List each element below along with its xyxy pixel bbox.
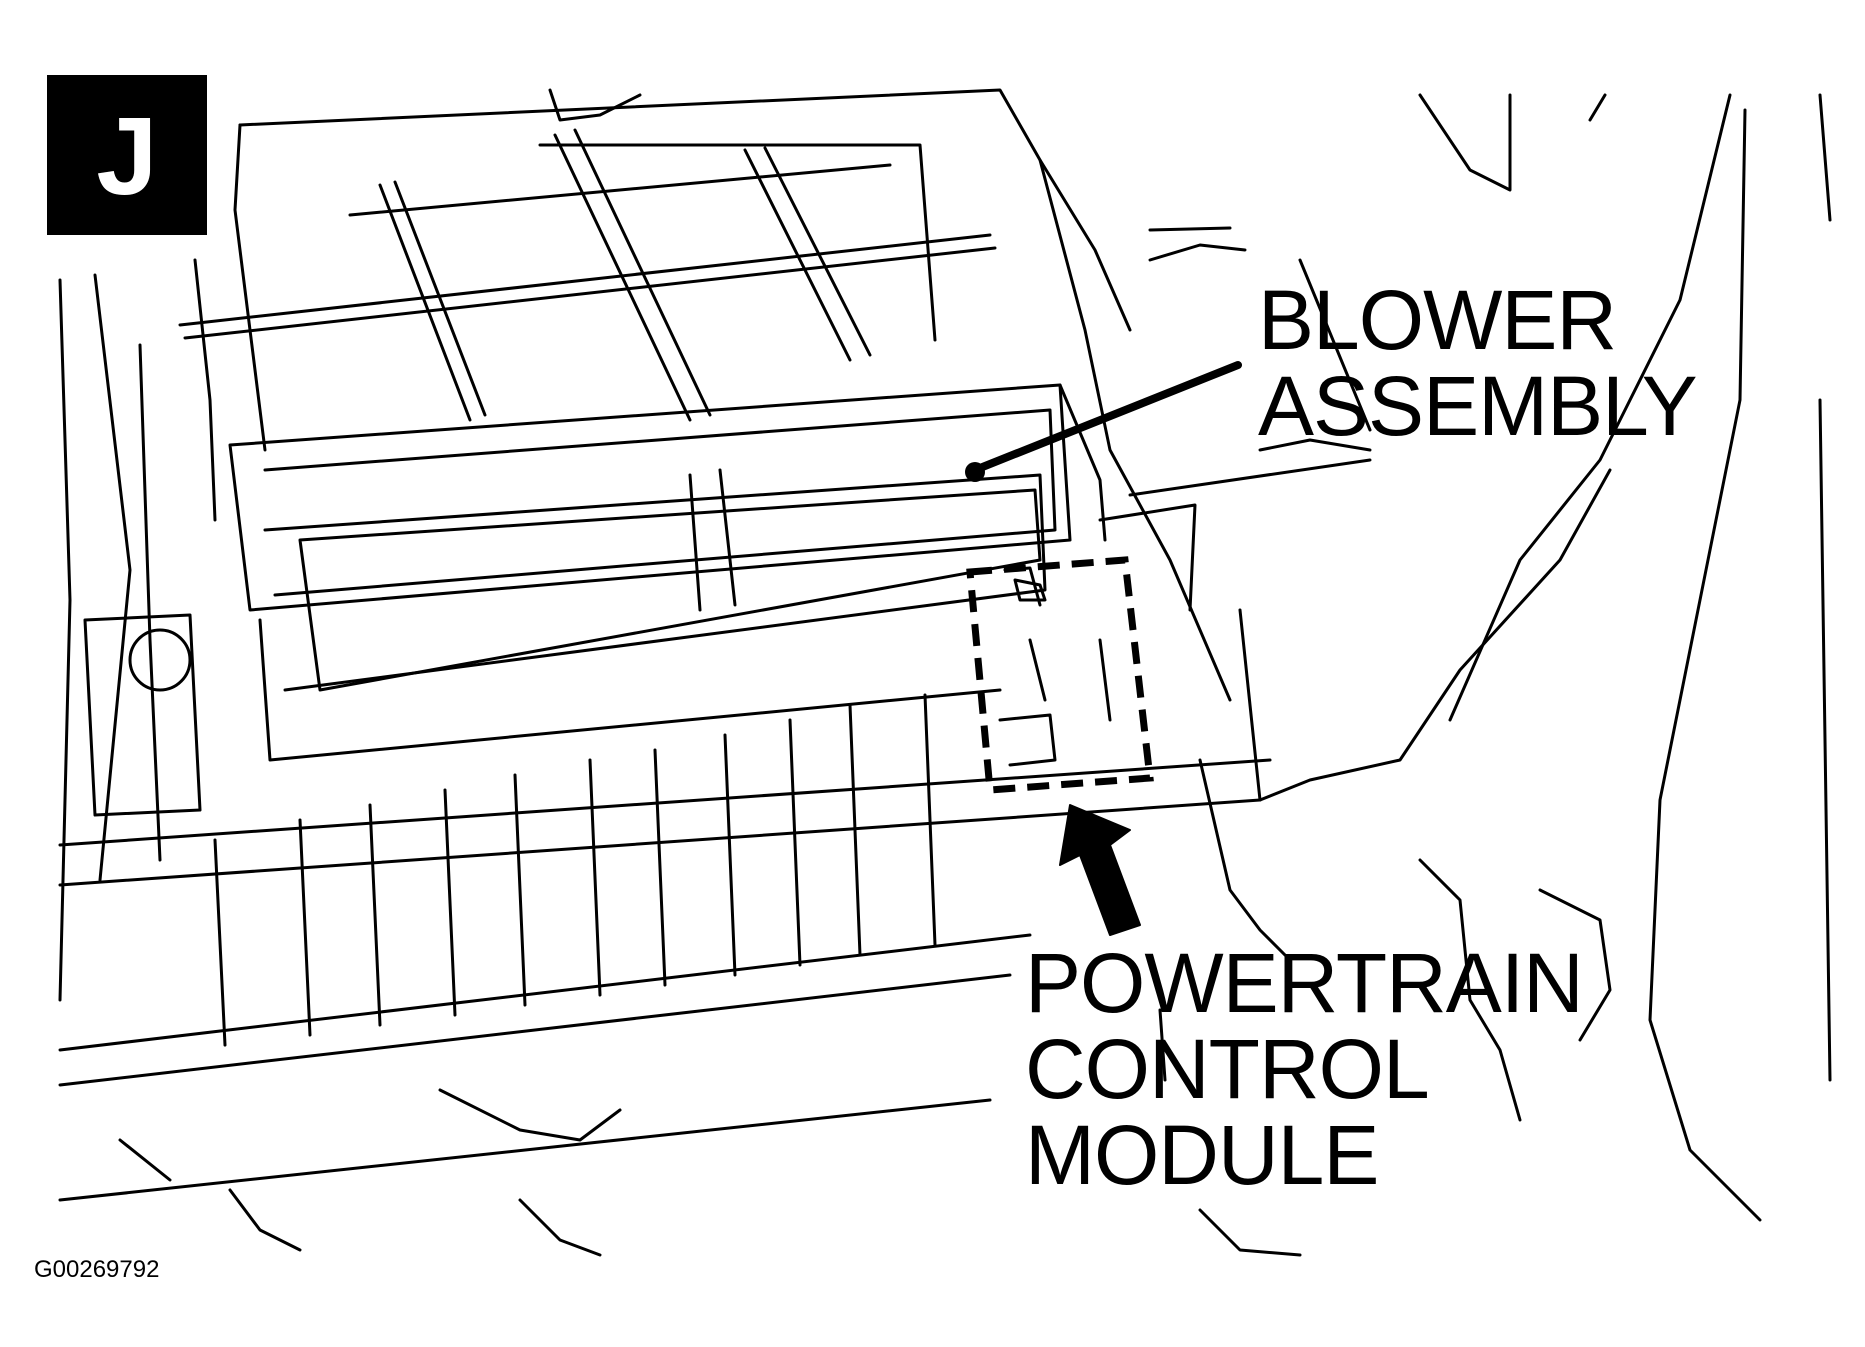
slat [588, 758, 602, 997]
lower-contour [1198, 1208, 1302, 1257]
blower-body-rim [263, 408, 1057, 597]
slat [723, 733, 737, 977]
blower-base [258, 618, 1002, 762]
grid-line [538, 143, 937, 342]
figure-badge-letter: J [96, 95, 158, 218]
lower-contour [518, 1198, 602, 1257]
grid-line [743, 148, 852, 362]
lower-contour [118, 1138, 172, 1182]
powertrain-control-module-label: POWERTRAIN CONTROL MODULE [1025, 936, 1584, 1202]
blower-leader [965, 361, 1242, 482]
grid-line [763, 146, 872, 357]
lower-rail [58, 973, 1012, 1087]
left-frame-inner [193, 258, 217, 522]
blower-divider [688, 473, 702, 612]
left-structure [58, 278, 72, 1002]
blower-assembly-label-line-2: ASSEMBLY [1258, 359, 1698, 453]
top-contour [548, 88, 642, 122]
blower-assembly-label-line-1: BLOWER [1258, 273, 1617, 367]
slat [213, 838, 227, 1047]
right-hose [1538, 888, 1612, 1042]
pcm-detail [1028, 638, 1047, 702]
slat [368, 803, 382, 1027]
slat [848, 703, 862, 957]
left-frame-edge [233, 123, 267, 452]
slat [653, 748, 667, 987]
right-hose [1198, 758, 1292, 962]
right-structure [1448, 93, 1732, 722]
blower-assembly-label: BLOWER ASSEMBLY [1258, 273, 1698, 453]
lower-rail [58, 1098, 992, 1202]
right-bracket-line [1128, 458, 1372, 497]
grid-line [378, 183, 472, 422]
top-contour [1258, 438, 1372, 452]
lower-rail [58, 758, 1272, 847]
pcm-label-line-3: MODULE [1025, 1108, 1379, 1202]
slat [443, 788, 457, 1017]
blower-body-outer [228, 383, 1072, 612]
slat [788, 718, 802, 967]
right-clip [1418, 93, 1512, 192]
grid-line [178, 233, 992, 327]
figure-code: G00269792 [34, 1256, 160, 1283]
left-bolt [128, 628, 192, 692]
top-contour [1148, 243, 1247, 262]
right-structure [1818, 93, 1832, 222]
blower-panel-outer [263, 473, 1047, 692]
pcm-label-line-2: CONTROL [1025, 1022, 1430, 1116]
grid-line [393, 180, 487, 417]
left-structure [138, 343, 162, 862]
slat [513, 773, 527, 1007]
lower-rail [58, 933, 1032, 1052]
grid-line [573, 128, 712, 417]
grid-line [348, 163, 892, 217]
right-structure [1818, 398, 1832, 1082]
pcm-connector [1013, 578, 1047, 602]
grid-line [183, 246, 997, 340]
right-structure [1588, 93, 1607, 122]
left-structure [93, 273, 132, 882]
left-bracket [83, 613, 202, 817]
right-bracket [1098, 503, 1197, 612]
blower-right-side [1058, 383, 1107, 542]
blower-divider [718, 468, 737, 607]
right-diagonal [1258, 468, 1612, 802]
blower-panel-inner [298, 488, 1042, 692]
lower-contour [228, 1188, 302, 1252]
pcm-dashed-outline [966, 556, 1154, 794]
right-structure [1298, 258, 1372, 432]
top-frame-edge [238, 88, 1132, 332]
slat [923, 693, 937, 947]
right-hose [1418, 858, 1522, 1122]
pcm-detail [1098, 638, 1112, 722]
blower-leader-dot [965, 462, 985, 482]
lower-contour [1158, 1008, 1167, 1082]
top-contour [1148, 226, 1232, 232]
pcm-label-line-1: POWERTRAIN [1025, 936, 1584, 1030]
right-edge [1238, 608, 1262, 802]
grid-line [553, 133, 692, 422]
figure-badge: J [47, 75, 207, 235]
blower-leader-line [971, 361, 1242, 474]
pcm-detail [998, 713, 1057, 767]
lower-contour [438, 1088, 622, 1142]
slat [298, 818, 312, 1037]
right-pillar [1648, 108, 1762, 1222]
pcm-arrow-icon [1059, 804, 1141, 936]
